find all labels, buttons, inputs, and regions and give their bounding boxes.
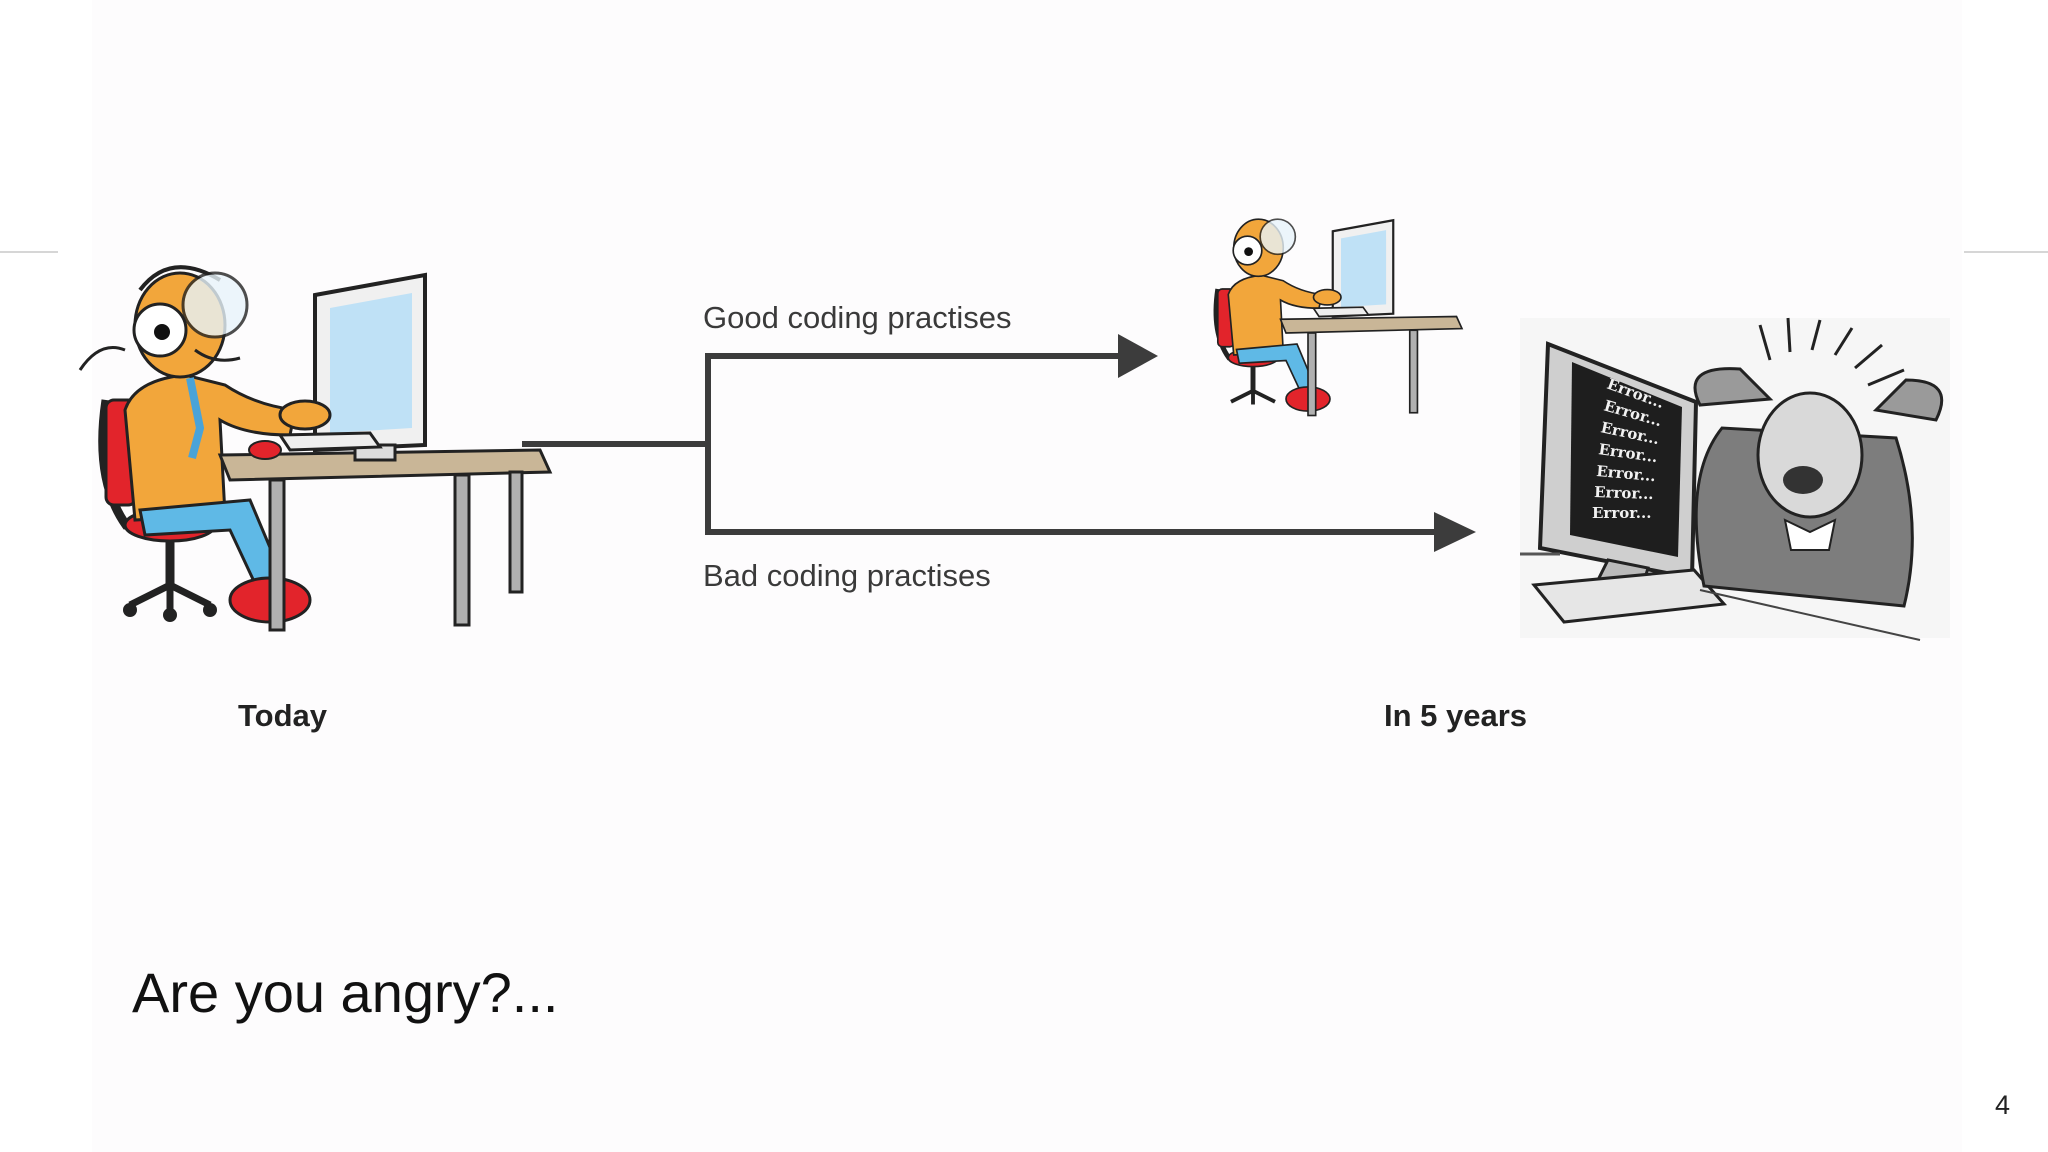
error-line: Error... <box>1594 483 1654 503</box>
arrow-head-bad <box>1434 512 1476 552</box>
bad-practices-label: Bad coding practises <box>703 558 991 593</box>
good-outcome-programmer-illustration <box>1213 218 1464 417</box>
left-divider-line <box>0 251 58 253</box>
error-message-list: Error... Error... Error... Error... Erro… <box>1592 375 1667 522</box>
right-divider-line <box>1964 251 2048 253</box>
slide-question: Are you angry?... <box>132 961 559 1024</box>
page-number: 4 <box>1994 1090 2010 1120</box>
arrow-head-good <box>1118 334 1158 378</box>
frustrated-programmer-illustration <box>1520 317 1950 641</box>
happy-programmer-illustration <box>78 265 553 632</box>
good-practices-label: Good coding practises <box>703 300 1012 335</box>
branch-connector <box>522 353 1436 535</box>
error-line: Error... <box>1592 504 1651 522</box>
error-line: Error... <box>1596 462 1657 485</box>
today-caption: Today <box>238 698 327 733</box>
future-caption: In 5 years <box>1384 698 1528 733</box>
